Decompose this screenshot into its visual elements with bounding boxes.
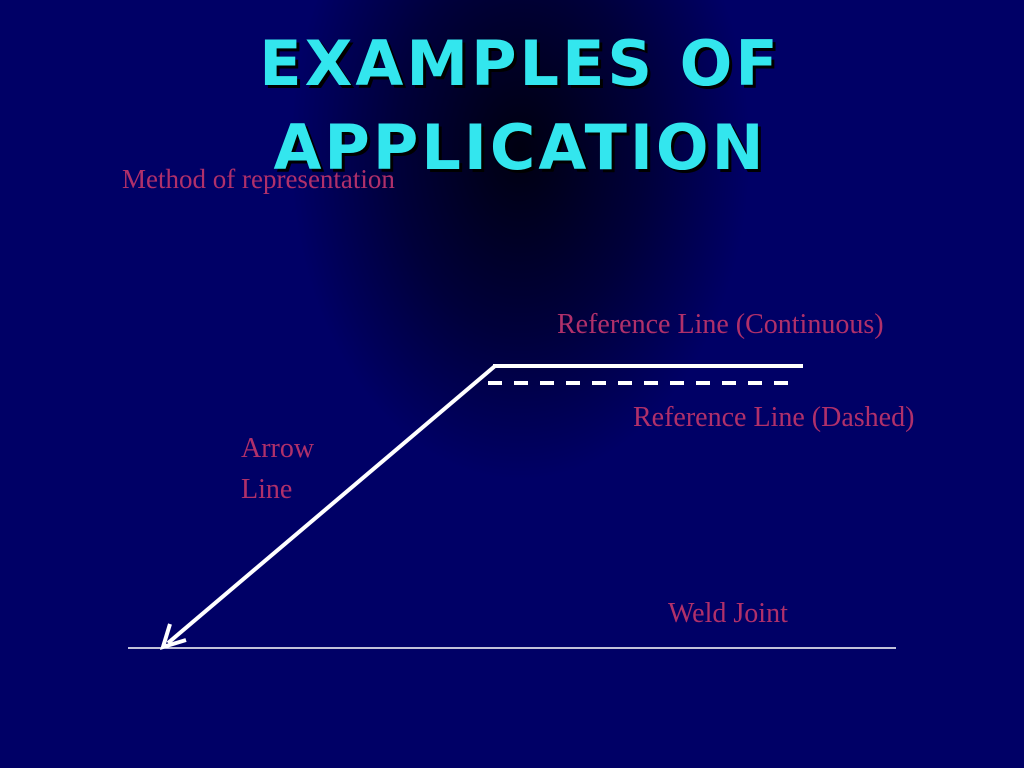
reference-line-continuous-label: Reference Line (Continuous) (557, 309, 884, 340)
reference-line-dashed-label: Reference Line (Dashed) (633, 402, 915, 433)
arrow-label-line-2: Line (241, 474, 293, 505)
title-line-2: APPLICATION (273, 111, 767, 184)
arrow-line (166, 364, 497, 645)
arrow-label-line-1: Arrow (241, 433, 315, 464)
arrow-line-label: Arrow Line (241, 428, 351, 510)
slide-title: EXAMPLES OF APPLICATION (200, 22, 840, 190)
arrowhead (159, 623, 187, 651)
weld-joint-label: Weld Joint (668, 598, 788, 629)
method-of-representation-label: Method of representation (122, 164, 395, 194)
title-line-1: EXAMPLES OF (259, 27, 781, 100)
